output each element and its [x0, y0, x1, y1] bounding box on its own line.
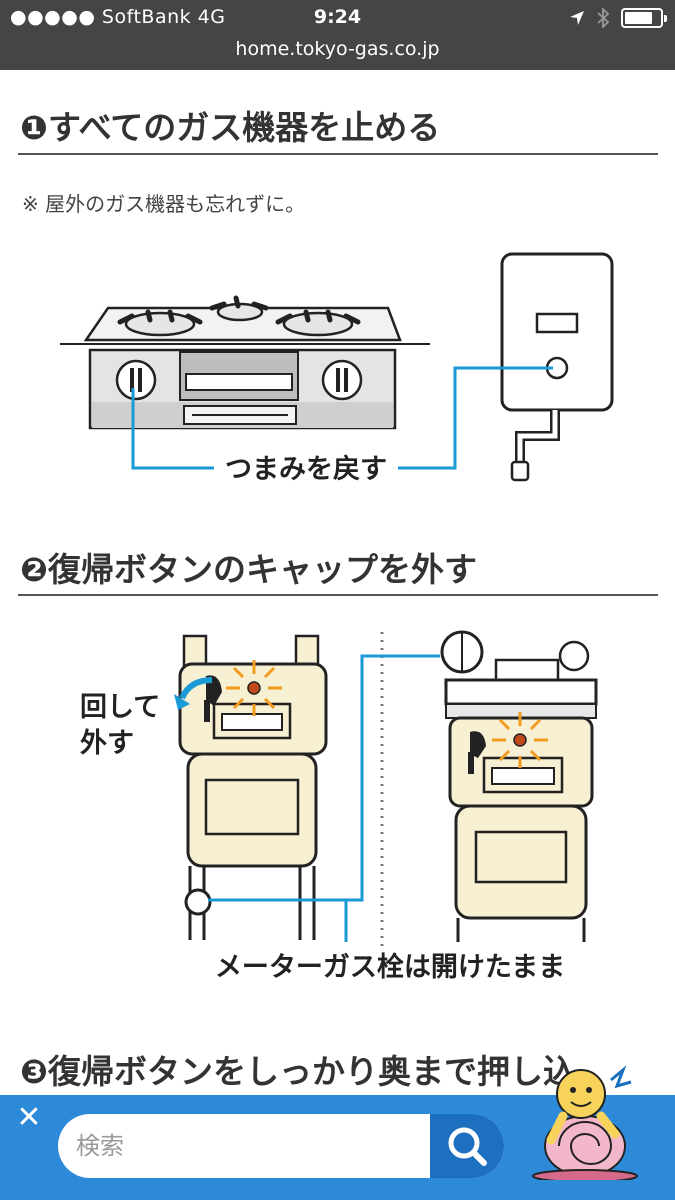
address-bar-url[interactable]: home.tokyo-gas.co.jp	[235, 38, 440, 60]
gas-meter-left-icon	[174, 634, 328, 940]
stove-and-heater-illustration: つまみを戻す	[60, 252, 614, 485]
battery-level	[625, 12, 653, 24]
step-2-side-label-line2: 外す	[80, 728, 134, 759]
snail-mascot-icon[interactable]	[515, 1060, 640, 1180]
clock: 9:24	[313, 6, 362, 28]
carrier-signal: ●●●●● SoftBank 4G	[10, 6, 226, 28]
close-icon[interactable]: ✕	[16, 1100, 42, 1135]
step-2-side-label-line1: 回して	[80, 692, 160, 723]
gas-meter-right-icon	[440, 630, 598, 942]
status-bar: ●●●●● SoftBank 4G 9:24 home.tokyo-gas.co…	[0, 0, 675, 70]
step-1-heading: ❶すべてのガス機器を止める	[20, 108, 441, 147]
gas-stove-icon	[60, 295, 430, 430]
search-input[interactable]	[58, 1114, 430, 1178]
gas-meter-illustration: 回して 外す メーターガス栓は開けたまま	[80, 630, 598, 983]
search-button[interactable]	[430, 1114, 504, 1178]
bluetooth-icon	[597, 8, 609, 28]
step-1-note: ※ 屋外のガス機器も忘れずに。	[22, 192, 306, 216]
search-icon	[448, 1127, 487, 1166]
step-3-heading: ❸復帰ボタンをしっかり奥まで押し込	[20, 1052, 576, 1091]
step-1-callout: つまみを戻す	[225, 454, 387, 485]
search-box	[58, 1114, 504, 1178]
step-2-divider	[18, 594, 658, 596]
water-heater-icon	[500, 252, 614, 482]
location-arrow-icon	[570, 11, 584, 25]
step-2-callout: メーターガス栓は開けたまま	[215, 952, 565, 983]
step-2-heading: ❷復帰ボタンのキャップを外す	[20, 550, 477, 589]
step-1-divider	[18, 153, 658, 155]
battery-icon	[621, 8, 667, 28]
